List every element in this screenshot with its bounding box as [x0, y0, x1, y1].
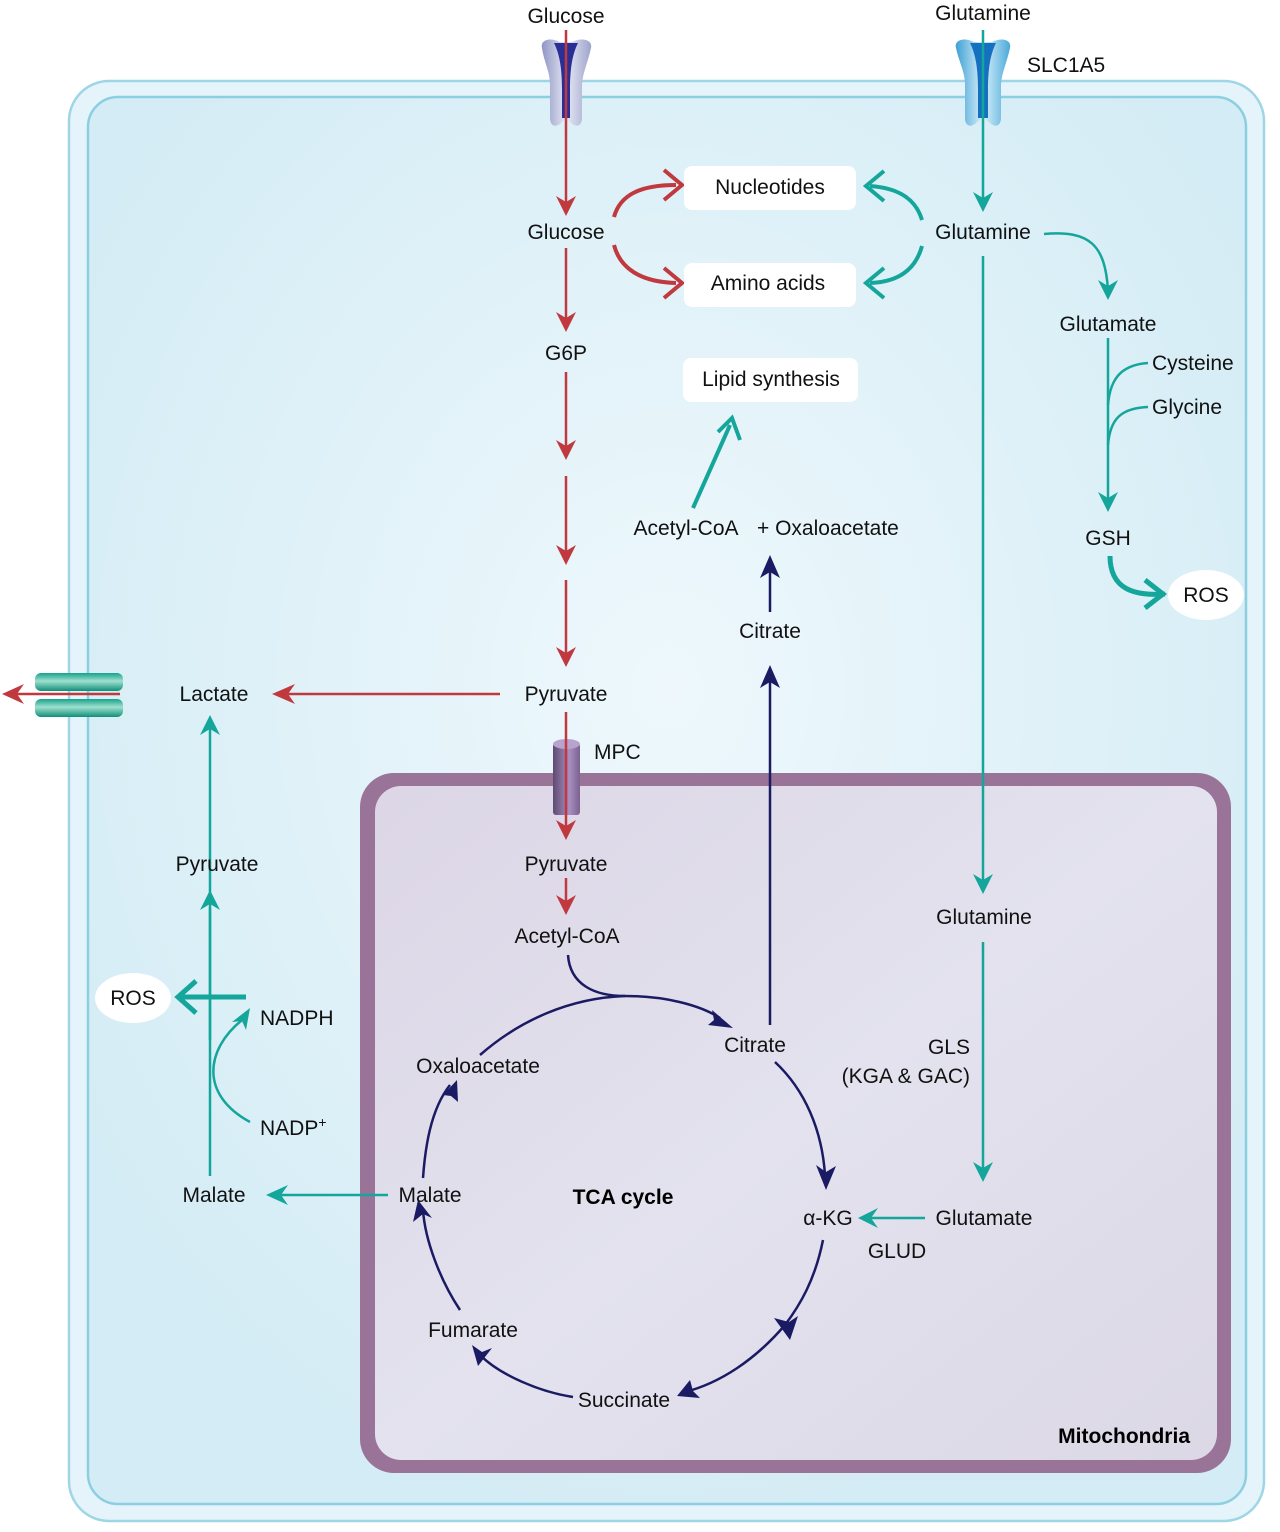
glutamine-arrowheads: [200, 192, 1118, 1228]
glutamine-cytoplasm-label: Glutamine: [935, 221, 1031, 244]
glutamine-open-arrowheads: [174, 169, 1168, 1015]
mitochondria-title: Mitochondria: [1058, 1425, 1190, 1448]
citrate-cytoplasm-label: Citrate: [739, 620, 801, 643]
glutamate-cytoplasm-label: Glutamate: [1060, 313, 1157, 336]
lipid-synthesis-label: Lipid synthesis: [702, 368, 840, 391]
glucose-extracellular-label: Glucose: [527, 5, 604, 28]
gls-isoforms-label: (KGA & GAC): [842, 1065, 970, 1088]
lactate-label: Lactate: [180, 683, 249, 706]
mitochondria-matrix: [375, 786, 1217, 1460]
lipid-synthesis-box: [683, 358, 858, 402]
pyruvate-left-label: Pyruvate: [176, 853, 259, 876]
oxaloacetate-mito-label: Oxaloacetate: [416, 1055, 540, 1078]
gls-label: GLS: [928, 1036, 970, 1059]
malate-mito-label: Malate: [398, 1184, 461, 1207]
tca-arrowheads: [413, 555, 836, 1398]
fumarate-label: Fumarate: [428, 1319, 518, 1342]
plus-oxaloacetate-label: + Oxaloacetate: [757, 517, 899, 540]
acetyl-coa-cytoplasm-label: Acetyl-CoA: [633, 517, 738, 540]
nadp-label: NADP+: [260, 1114, 327, 1140]
nucleotides-label: Nucleotides: [715, 176, 825, 199]
citrate-mito-label: Citrate: [724, 1034, 786, 1057]
glutamate-mito-label: Glutamate: [936, 1207, 1033, 1230]
ros-left-bubble: [95, 973, 171, 1023]
ros-right-bubble: [1168, 570, 1244, 620]
glycolysis-arrowheads: [2, 196, 576, 915]
amino-acids-box: [684, 263, 856, 307]
pyruvate-cytoplasm-label: Pyruvate: [525, 683, 608, 706]
glud-label: GLUD: [868, 1240, 926, 1263]
gsh-label: GSH: [1085, 527, 1131, 550]
acetyl-coa-mito-label: Acetyl-CoA: [514, 925, 619, 948]
glutamine-extracellular-label: Glutamine: [935, 2, 1031, 25]
tca-cycle-arrows: [421, 568, 827, 1399]
akg-label: α-KG: [803, 1207, 852, 1230]
glycolysis-open-arrowheads: [662, 168, 686, 300]
slc1a5-label: SLC1A5: [1027, 54, 1105, 77]
glutamine-pathway: [178, 30, 1166, 1220]
nadp-superscript: +: [318, 1114, 326, 1130]
ros-right-label: ROS: [1183, 584, 1229, 607]
malate-left-label: Malate: [182, 1184, 245, 1207]
nucleotides-box: [684, 166, 856, 210]
cysteine-label: Cysteine: [1152, 352, 1234, 375]
amino-acids-label: Amino acids: [711, 272, 825, 295]
mpc-label: MPC: [594, 741, 641, 764]
lactate-transporter-icon: [35, 673, 123, 717]
nadp-text: NADP: [260, 1117, 318, 1140]
succinate-label: Succinate: [578, 1389, 670, 1412]
glycine-label: Glycine: [1152, 396, 1222, 419]
tca-cycle-label: TCA cycle: [573, 1186, 674, 1209]
glutamine-mito-label: Glutamine: [936, 906, 1032, 929]
glycolysis-pathway: [16, 30, 677, 905]
glucose-cytoplasm-label: Glucose: [527, 221, 604, 244]
g6p-label: G6P: [545, 342, 587, 365]
ros-left-label: ROS: [110, 987, 156, 1010]
pyruvate-mito-label: Pyruvate: [525, 853, 608, 876]
nadph-label: NADPH: [260, 1007, 334, 1030]
